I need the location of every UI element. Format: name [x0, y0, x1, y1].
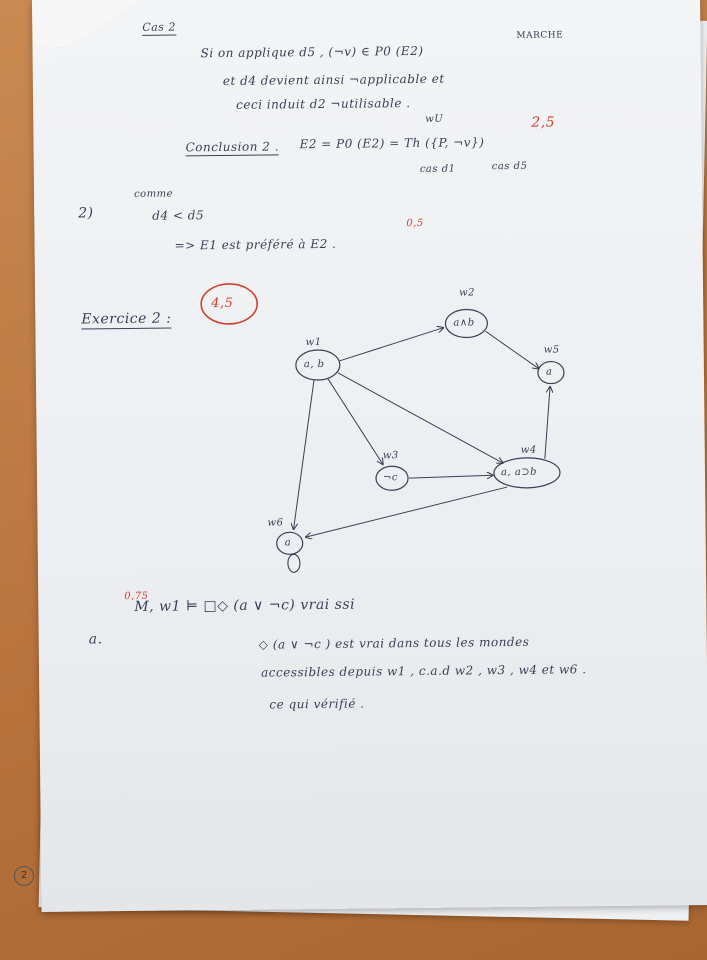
node-w4	[493, 457, 561, 489]
paper-sheet: Cas 2 MARCHE Si on applique d5 , (¬v) ∈ …	[32, 0, 707, 912]
node-w4-name: w4	[520, 444, 537, 456]
node-w1-label: a, b	[303, 358, 325, 371]
node-w2-label: a∧b	[453, 317, 475, 329]
node-w1	[295, 349, 341, 381]
kripke-graph	[200, 283, 565, 573]
edge-w4-w5	[544, 387, 551, 459]
node-w3-label: ¬c	[382, 472, 399, 484]
node-w4-label: a, a⊃b	[500, 466, 538, 479]
node-w5-name: w5	[543, 344, 560, 356]
edge-w1-w4	[337, 372, 503, 465]
node-w1-name: w1	[305, 336, 322, 349]
edge-w1-w2	[339, 328, 443, 362]
score-circle	[200, 283, 258, 325]
answer-line-4: ce qui vérifié .	[269, 696, 365, 712]
node-w6	[276, 531, 304, 555]
page-number: 2	[14, 866, 34, 886]
node-w5	[537, 360, 565, 385]
edge-w4-w6	[305, 486, 508, 537]
node-w6-label: a	[284, 537, 292, 549]
node-w3	[375, 465, 409, 491]
node-w6-name: w6	[267, 517, 284, 529]
node-w2-name: w2	[459, 287, 476, 299]
edge-w1-w6	[292, 379, 315, 529]
edge-w1-w3	[327, 378, 383, 465]
answer-line-1: M, w1 ⊨ □◇ (a ∨ ¬c) vrai ssi	[134, 596, 356, 615]
node-w2	[444, 308, 489, 339]
answer-item: a.	[88, 631, 103, 648]
node-w3-name: w3	[382, 450, 399, 462]
edge-w3-w4	[409, 475, 493, 478]
node-w5-label: a	[545, 366, 553, 378]
edge-w6-loop	[287, 553, 301, 573]
edge-w2-w5	[485, 330, 538, 370]
answer-line-2: ◇ (a ∨ ¬c ) est vrai dans tous les monde…	[258, 634, 530, 652]
